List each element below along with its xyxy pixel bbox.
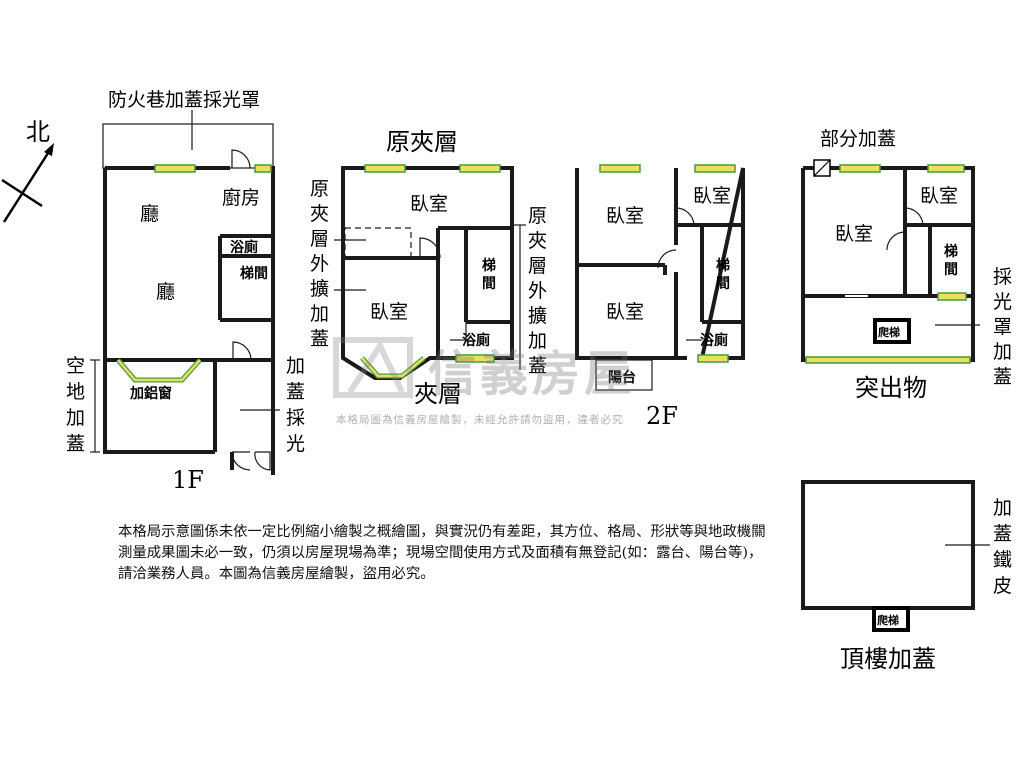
fire-lane-label: 防火巷加蓋採光罩: [108, 89, 260, 111]
window: [697, 354, 729, 363]
roof-sheet-label: 加 蓋 鐵 皮: [993, 497, 1018, 597]
floor-1f: 防火巷加蓋採光罩 廳 廳 廚房 浴廁 梯間 加鋁窗: [66, 89, 311, 494]
skylight-strip: [805, 356, 971, 364]
2f-stairs-label: 梯 間: [716, 257, 735, 292]
protrusion-bedroom-small-label: 臥室: [920, 185, 958, 207]
mezzanine-left-note: 原 夾 層 外 擴 加 蓋: [310, 178, 335, 350]
dining-room-label: 廳: [156, 281, 175, 303]
balcony-label: 陽台: [608, 369, 636, 386]
window: [364, 164, 406, 173]
2f-bedroom-bottom-left-label: 臥室: [606, 301, 644, 323]
living-room-label: 廳: [140, 203, 159, 225]
mezzanine-stairs-label: 梯 間: [482, 257, 501, 292]
kitchen-door: [231, 149, 251, 169]
mezzanine-bedroom-bottom-label: 臥室: [370, 301, 408, 323]
window: [937, 292, 967, 301]
original-mezzanine-outline: [344, 227, 412, 259]
floor-2f: 臥室 臥室 臥室 梯 間 浴廁 陽台 2F: [575, 164, 745, 430]
2f-bedroom-top-right-label: 臥室: [693, 185, 731, 207]
floor-1f-title: 1F: [172, 466, 204, 494]
partial-extension-label: 部分加蓋: [820, 128, 896, 150]
yard-extension-label-part: 空: [66, 355, 85, 377]
floor-2f-title: 2F: [646, 402, 678, 430]
2f-bedroom-top-left-label: 臥室: [606, 205, 644, 227]
window: [459, 164, 501, 173]
window: [154, 164, 196, 173]
window: [455, 354, 495, 363]
north-label: 北: [26, 118, 50, 146]
protrusion-ladder-label: 爬梯: [878, 325, 900, 339]
north-arrow: 北: [1, 118, 54, 223]
watermark-brand: 信義房屋: [428, 346, 637, 402]
roof-ladder-label: 爬梯: [877, 613, 899, 627]
ladder-box: [873, 318, 911, 344]
skylight-extension-right-label: 採 光 罩 加 蓋: [993, 266, 1018, 388]
bath-label: 浴廁: [230, 239, 258, 256]
roof: 爬梯 加 蓋 鐵 皮 頂樓加蓋: [801, 480, 1018, 673]
mezzanine-bath-label: 浴廁: [462, 332, 490, 349]
window: [254, 164, 272, 173]
roof-ladder-box: [872, 606, 910, 632]
disclaimer-text: 本格局示意圖係未依一定比例縮小繪製之概繪圖，與實況仍有差距，其方位、格局、形狀等…: [118, 524, 766, 582]
protrusion-stairs-label: 梯 間: [944, 243, 963, 278]
window: [927, 164, 965, 173]
front-door: [232, 341, 252, 361]
aluminum-window-label: 加鋁窗: [129, 385, 172, 402]
watermark-logo: [333, 337, 413, 398]
roof-title: 頂樓加蓋: [840, 645, 936, 673]
watermark-notice: 本格局圖為信義房屋繪製，未經允許請勿盜用，違者必究: [336, 414, 624, 426]
fire-lane-canopy: [102, 123, 274, 169]
2f-bath-label: 浴廁: [700, 332, 728, 349]
protrusion-bedroom-main-label: 臥室: [835, 223, 873, 245]
mezzanine-title: 夾層: [414, 380, 462, 408]
skylight-extension-label: 加 蓋 採 光: [286, 355, 311, 455]
protrusion-title: 突出物: [855, 374, 927, 402]
floor-mezzanine: 原夾層 原 夾 層 外 擴 加 蓋 原 夾 層 外 擴 加 蓋 臥室 臥室 梯 …: [310, 128, 553, 408]
yard-extension-label: 空 地 加 蓋: [66, 355, 91, 455]
kitchen-label: 廚房: [222, 186, 260, 209]
mezzanine-right-note: 原 夾 層 外 擴 加 蓋: [528, 205, 553, 377]
window: [839, 164, 881, 173]
mezzanine-bedroom-top-label: 臥室: [410, 193, 448, 215]
window: [694, 164, 736, 173]
stairs-label: 梯間: [240, 265, 268, 282]
protrusion: 部分加蓋 臥室 臥室 梯 間 爬梯 採 光 罩 加 蓋 突出物: [801, 128, 1018, 402]
window: [599, 164, 641, 173]
original-mezzanine-top-label: 原夾層: [386, 128, 458, 156]
balcony-outline: [595, 359, 653, 391]
